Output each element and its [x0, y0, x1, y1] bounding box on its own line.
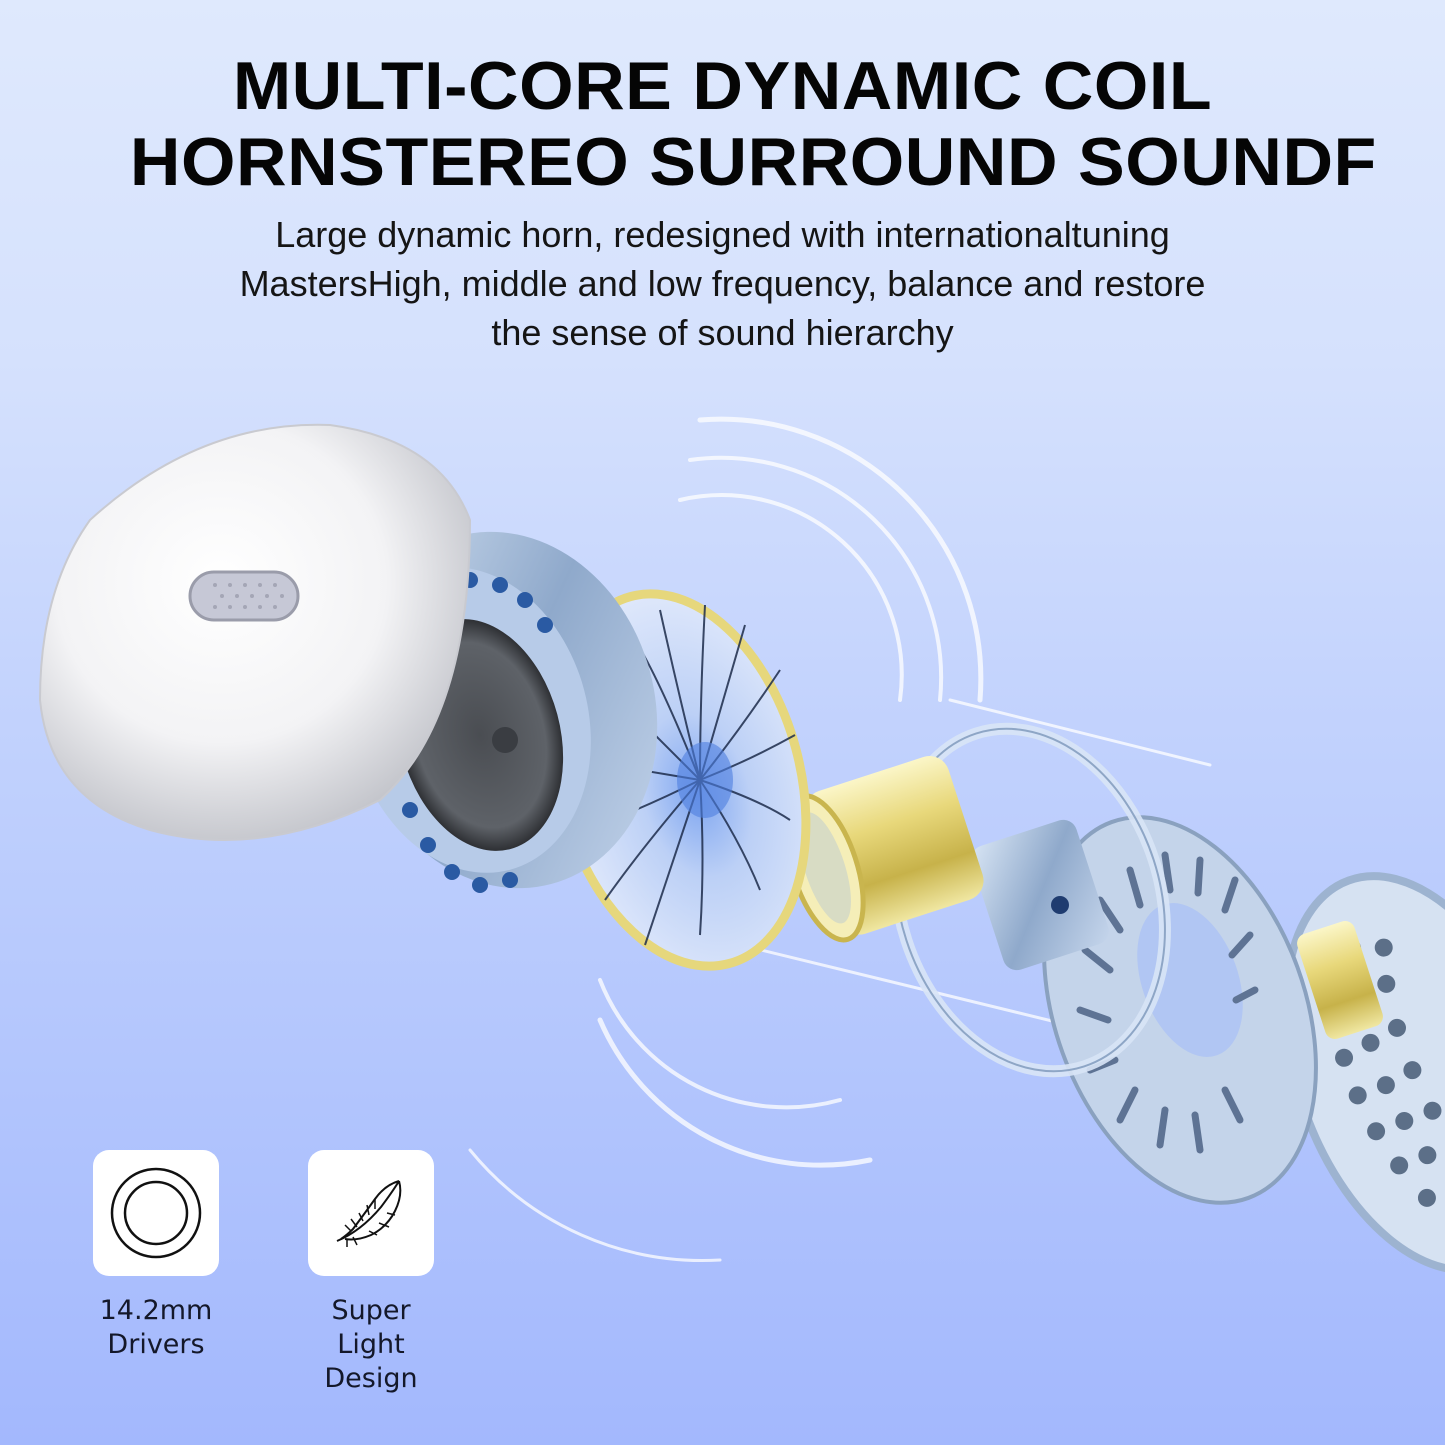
concentric-circles-icon	[110, 1167, 202, 1259]
headline-line-1: MULTI-CORE DYNAMIC COIL	[232, 48, 1213, 124]
earbud-shell	[38, 423, 472, 841]
description-line-2: MastersHigh, middle and low frequency, b…	[239, 263, 1206, 304]
steel-core	[971, 819, 1109, 971]
feature-super-light: Super Light Design	[296, 1150, 446, 1396]
feature-label-line-2: Design	[324, 1363, 418, 1394]
feature-drivers: 14.2mm Drivers	[81, 1150, 231, 1362]
feature-label-line-1: Super Light	[331, 1295, 411, 1360]
feature-label: 14.2mm Drivers	[81, 1294, 231, 1362]
description-line-1: Large dynamic horn, redesigned with inte…	[275, 214, 1170, 255]
description: Large dynamic horn, redesigned with inte…	[0, 210, 1445, 357]
gold-spacer	[1297, 921, 1383, 1039]
sound-waves	[468, 416, 1212, 1262]
headline-line-2: HORNSTEREO SURROUND SOUNDF	[129, 124, 1377, 200]
description-line-3: the sense of sound hierarchy	[491, 312, 954, 353]
feature-icon	[336, 1180, 402, 1247]
super-light-tile	[308, 1150, 434, 1276]
feature-label: Super Light Design	[296, 1294, 446, 1396]
drivers-tile	[93, 1150, 219, 1276]
speaker-mesh	[188, 570, 300, 622]
headline: MULTI-CORE DYNAMIC COIL HORNSTEREO SURRO…	[0, 48, 1445, 200]
feature-label-line-2: Drivers	[107, 1329, 205, 1360]
feature-label-line-1: 14.2mm	[99, 1295, 213, 1326]
